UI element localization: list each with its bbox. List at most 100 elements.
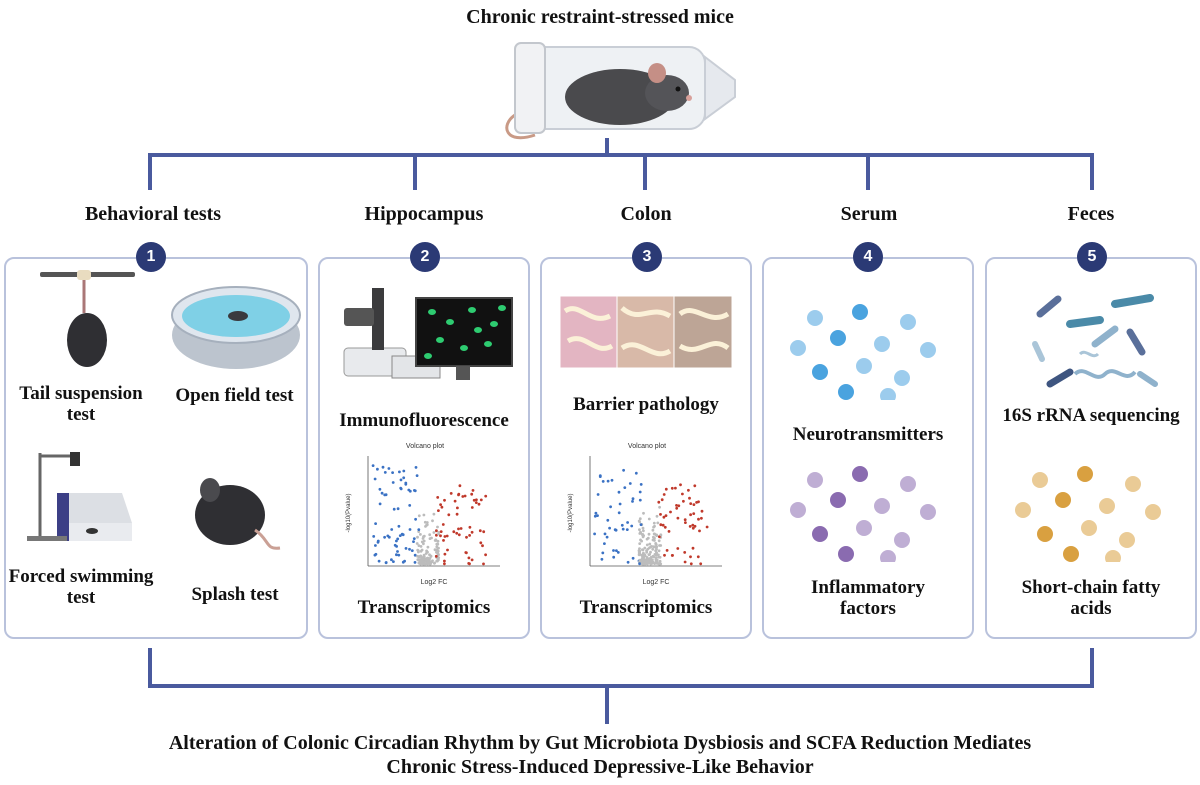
inflammatory-factor-molecules-icon [790, 466, 936, 562]
volcano-point [417, 514, 421, 518]
volcano-point [669, 510, 672, 514]
volcano-point [419, 533, 422, 536]
volcano-point [468, 562, 471, 566]
volcano-point [428, 533, 432, 537]
volcano-point [638, 498, 642, 502]
molecule-dot [1015, 502, 1031, 518]
volcano-point [458, 484, 462, 488]
volcano-point [692, 512, 696, 515]
volcano-point [477, 502, 481, 506]
molecule-dot [790, 340, 806, 356]
volcano-point [640, 554, 644, 557]
volcano-point [693, 484, 697, 488]
volcano-point [416, 535, 419, 539]
volcano-point [631, 556, 635, 560]
volcano-point [443, 552, 447, 556]
volcano-plot-hippocampus: Volcano plot Log2 FC -log10(Pvalue) [346, 443, 500, 586]
conclusion-line-1: Alteration of Colonic Circadian Rhythm b… [168, 732, 1032, 754]
volcano-point [373, 553, 377, 557]
volcano-point [437, 532, 440, 536]
volcano-point [453, 499, 457, 503]
volcano-point [384, 561, 388, 564]
volcano-point [664, 487, 668, 491]
volcano-point [642, 511, 645, 515]
volcano-point [401, 533, 405, 537]
label-inflammatory-factors: Inflammatory factors [811, 577, 925, 619]
volcano-point [446, 548, 449, 552]
volcano-point [415, 542, 419, 545]
volcano-point [610, 478, 614, 482]
volcano-point [465, 551, 468, 555]
molecule-dot [807, 310, 823, 326]
volcano-point [658, 559, 662, 563]
molecule-dot [1081, 520, 1097, 536]
volcano-point [617, 490, 621, 494]
volcano-point [653, 532, 657, 536]
volcano-point [649, 562, 653, 566]
volcano-point [688, 525, 692, 528]
molecule-dot [852, 304, 868, 320]
splash-mouse-tail [254, 528, 281, 550]
volcano-point [641, 548, 644, 552]
volcano-point [691, 546, 695, 550]
volcano-point [442, 539, 445, 542]
volcano-plot-colon: Volcano plot Log2 FC -log10(Pvalue) [568, 443, 722, 586]
volcano-point [437, 509, 440, 512]
volcano-points [371, 464, 488, 566]
molecule-dot [1055, 492, 1071, 508]
volcano-point [371, 464, 375, 467]
volcano-point [696, 555, 700, 559]
volcano-point [653, 524, 656, 528]
volcano-point [642, 529, 645, 533]
volcano-point [392, 507, 396, 511]
volcano-point [634, 471, 638, 475]
volcano-point [441, 523, 445, 526]
volcano-point [479, 498, 483, 502]
volcano-point [655, 561, 659, 565]
volcano-point [456, 506, 459, 510]
volcano-x-label: Log2 FC [421, 579, 448, 586]
volcano-point [605, 535, 609, 539]
volcano-point [649, 557, 653, 561]
volcano-point [461, 495, 465, 498]
molecule-dot [880, 550, 896, 562]
volcano-point [647, 553, 651, 556]
heading-hippocampus: Hippocampus [364, 203, 484, 225]
molecule-dot [812, 526, 828, 542]
volcano-point [643, 562, 647, 566]
volcano-point [428, 553, 431, 557]
molecule-dot [838, 546, 854, 562]
volcano-x-label: Log2 FC [643, 579, 670, 586]
volcano-point [659, 513, 662, 516]
volcano-point [397, 553, 401, 557]
volcano-point [413, 489, 416, 492]
volcano-point [601, 551, 605, 555]
molecule-dot [920, 342, 936, 358]
volcano-point [688, 496, 691, 500]
molecule-dot [1037, 526, 1053, 542]
volcano-point [642, 560, 646, 563]
hanging-mouse-icon [67, 313, 107, 367]
volcano-point [404, 481, 408, 485]
volcano-point [608, 526, 611, 530]
volcano-point [378, 487, 382, 491]
mouse-nose [686, 95, 692, 101]
volcano-point [646, 559, 649, 563]
heading-colon: Colon [620, 203, 672, 225]
volcano-point [419, 549, 423, 553]
badge-3: 3 [632, 242, 662, 272]
histology-panel-3 [673, 296, 732, 368]
volcano-point [639, 538, 642, 542]
conclusion-line-2: Chronic Stress-Induced Depressive-Like B… [386, 756, 814, 778]
volcano-point [596, 493, 600, 496]
volcano-point [417, 530, 421, 533]
volcano-point [691, 526, 695, 530]
box-front [69, 523, 132, 541]
volcano-point [662, 515, 666, 519]
molecule-dot [1032, 472, 1048, 488]
molecule-dot [920, 504, 936, 520]
volcano-point [428, 537, 432, 540]
volcano-point [467, 556, 471, 560]
molecule-dot [1077, 466, 1093, 482]
